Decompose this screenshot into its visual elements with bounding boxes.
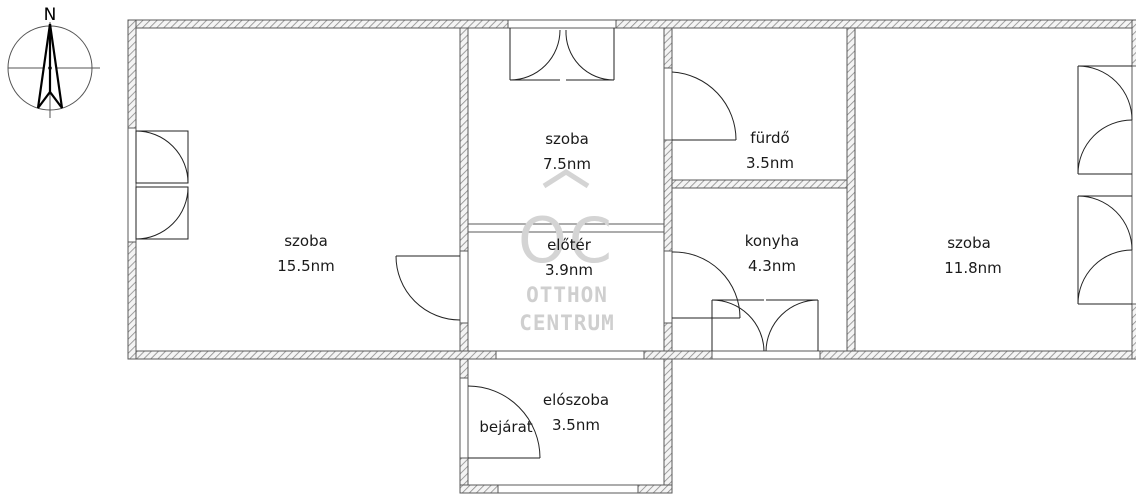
room-area: 3.5nm [746,154,794,172]
room-area: 7.5nm [543,155,591,173]
room-area: 4.3nm [748,257,796,275]
watermark-logo: OC [518,204,614,277]
wall-openings [127,19,1136,494]
room-area: 15.5nm [277,257,335,275]
room-name: szoba [947,234,991,252]
north-arrow-icon: N [7,5,100,118]
watermark-line1: OTTHON [526,283,608,307]
room-labels: szoba 15.5nm szoba 7.5nm fürdő 3.5nm elő… [277,129,1002,436]
room-name: konyha [745,232,799,250]
watermark-line2: CENTRUM [519,311,615,335]
watermark: OC OTTHON CENTRUM [518,169,615,335]
room-name: előtér [547,236,592,254]
room-name: elószoba [543,391,609,409]
room-area: 3.9nm [545,261,593,279]
door-swings [135,28,1133,459]
room-name: fürdő [750,129,789,147]
room-name: szoba [284,232,328,250]
north-letter: N [44,5,57,25]
room-name: szoba [545,130,589,148]
room-area: 11.8nm [944,259,1002,277]
entrance-label: bejárat [479,418,532,436]
room-area: 3.5nm [552,416,600,434]
